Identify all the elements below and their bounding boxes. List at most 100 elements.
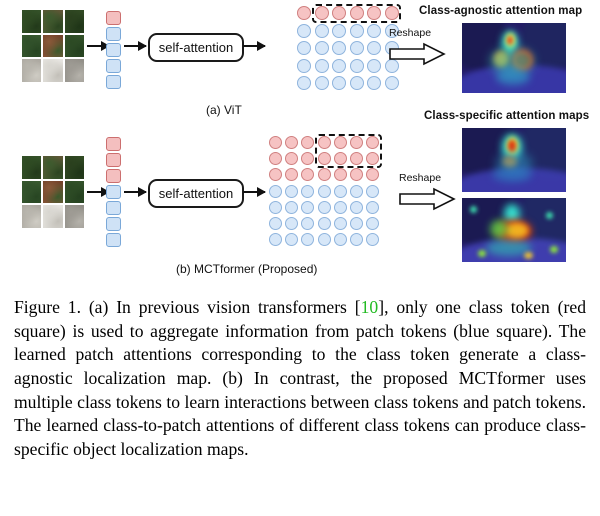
patch-attention-circle: [285, 233, 299, 247]
class-attention-circle: [317, 168, 331, 182]
attention-map-class-agnostic: [462, 23, 566, 93]
patch-attention-circle: [314, 58, 329, 73]
patch-attention-circle: [269, 184, 282, 198]
patch-attention-circle: [285, 200, 299, 214]
patch-attention-circle: [332, 41, 346, 55]
patch-attention-circle: [367, 58, 381, 73]
patch-attention-circle: [349, 76, 364, 90]
image-patch: [43, 59, 63, 82]
patch-attention-circle: [285, 216, 299, 230]
class-token: [106, 137, 121, 151]
arrow-patches-to-tokens-a: [87, 40, 110, 51]
caption-reference-link[interactable]: 10: [360, 297, 379, 317]
patch-token: [106, 27, 121, 41]
class-attention-circle: [301, 152, 315, 166]
attention-matrix-b: [269, 136, 380, 247]
patch-attention-circle: [384, 76, 399, 90]
patch-token: [106, 75, 121, 89]
class-attention-circle: [317, 152, 331, 166]
patch-attention-circle: [333, 200, 347, 214]
token-column-a: [106, 11, 121, 89]
reshape-label-a: Reshape: [389, 27, 432, 39]
class-attention-circle: [333, 136, 347, 149]
image-patch: [22, 156, 42, 179]
patch-attention-circle: [332, 76, 346, 90]
map-title-a: Class-agnostic attention map: [419, 5, 583, 17]
class-attention-circle: [285, 152, 299, 166]
class-attention-circle: [366, 168, 380, 182]
patch-attention-circle: [269, 233, 282, 247]
patch-attention-circle: [297, 76, 311, 90]
patch-attention-circle: [297, 58, 311, 73]
image-patch: [22, 34, 42, 58]
patch-token: [106, 217, 121, 231]
class-token: [106, 11, 121, 25]
class-attention-circle: [366, 136, 380, 149]
image-patch: [64, 180, 84, 204]
image-patch: [64, 34, 84, 58]
panel-b-sublabel: (b) MCTformer (Proposed): [176, 262, 318, 276]
class-attention-circle: [349, 6, 364, 20]
arrow-sa-to-matrix-b: [243, 186, 266, 197]
class-attention-circle: [349, 136, 363, 149]
arrow-sa-to-matrix-a: [243, 40, 266, 51]
patch-attention-circle: [317, 233, 331, 247]
image-patch: [43, 156, 63, 179]
class-attention-circle: [384, 6, 399, 20]
patch-attention-circle: [301, 200, 315, 214]
class-token: [106, 153, 121, 167]
image-patch: [43, 34, 63, 58]
image-patch: [43, 180, 63, 204]
attention-map-class-specific-horse: [462, 198, 566, 262]
patch-token: [106, 59, 121, 73]
patch-attention-circle: [367, 41, 381, 55]
image-patch: [64, 205, 84, 228]
patch-attention-circle: [332, 23, 346, 38]
class-attention-circle: [301, 136, 315, 149]
arrow-tokens-to-sa-a: [124, 40, 147, 51]
image-patch: [22, 205, 42, 228]
image-patch: [64, 156, 84, 179]
image-patch: [22, 10, 42, 33]
patch-attention-circle: [301, 184, 315, 198]
class-attention-circle: [317, 136, 331, 149]
patch-attention-circle: [349, 200, 363, 214]
patch-attention-circle: [366, 216, 380, 230]
token-column-b: [106, 137, 121, 247]
patch-attention-circle: [332, 58, 346, 73]
panel-a-sublabel: (a) ViT: [206, 103, 242, 117]
image-patch: [43, 205, 63, 228]
class-attention-circle: [367, 6, 381, 20]
patch-attention-circle: [269, 200, 282, 214]
self-attention-label-b: self-attention: [158, 186, 234, 201]
class-token: [106, 169, 121, 183]
patch-attention-circle: [301, 233, 315, 247]
patch-attention-circle: [333, 216, 347, 230]
patch-attention-circle: [314, 23, 329, 38]
patch-attention-circle: [349, 216, 363, 230]
arrow-tokens-to-sa-b: [124, 186, 147, 197]
patch-attention-circle: [349, 184, 363, 198]
reshape-label-b: Reshape: [399, 172, 442, 184]
patch-attention-circle: [349, 41, 364, 55]
patch-attention-circle: [366, 200, 380, 214]
patch-attention-circle: [285, 184, 299, 198]
patch-attention-circle: [297, 41, 311, 55]
patch-attention-circle: [317, 184, 331, 198]
self-attention-box-a: self-attention: [148, 33, 244, 62]
patch-attention-circle: [314, 41, 329, 55]
patch-token: [106, 201, 121, 215]
self-attention-box-b: self-attention: [148, 179, 244, 208]
image-patch: [22, 59, 42, 82]
class-attention-circle: [269, 136, 282, 149]
class-attention-circle: [269, 168, 282, 182]
class-attention-circle: [366, 152, 380, 166]
figure-diagram: self-attention Reshape Class-agnostic at…: [22, 3, 590, 276]
class-attention-circle: [332, 6, 346, 20]
class-attention-circle: [301, 168, 315, 182]
patch-attention-circle: [366, 233, 380, 247]
patch-attention-circle: [317, 200, 331, 214]
patch-token: [106, 185, 121, 199]
map-title-b: Class-specific attention maps: [424, 110, 590, 122]
patch-attention-circle: [269, 216, 282, 230]
